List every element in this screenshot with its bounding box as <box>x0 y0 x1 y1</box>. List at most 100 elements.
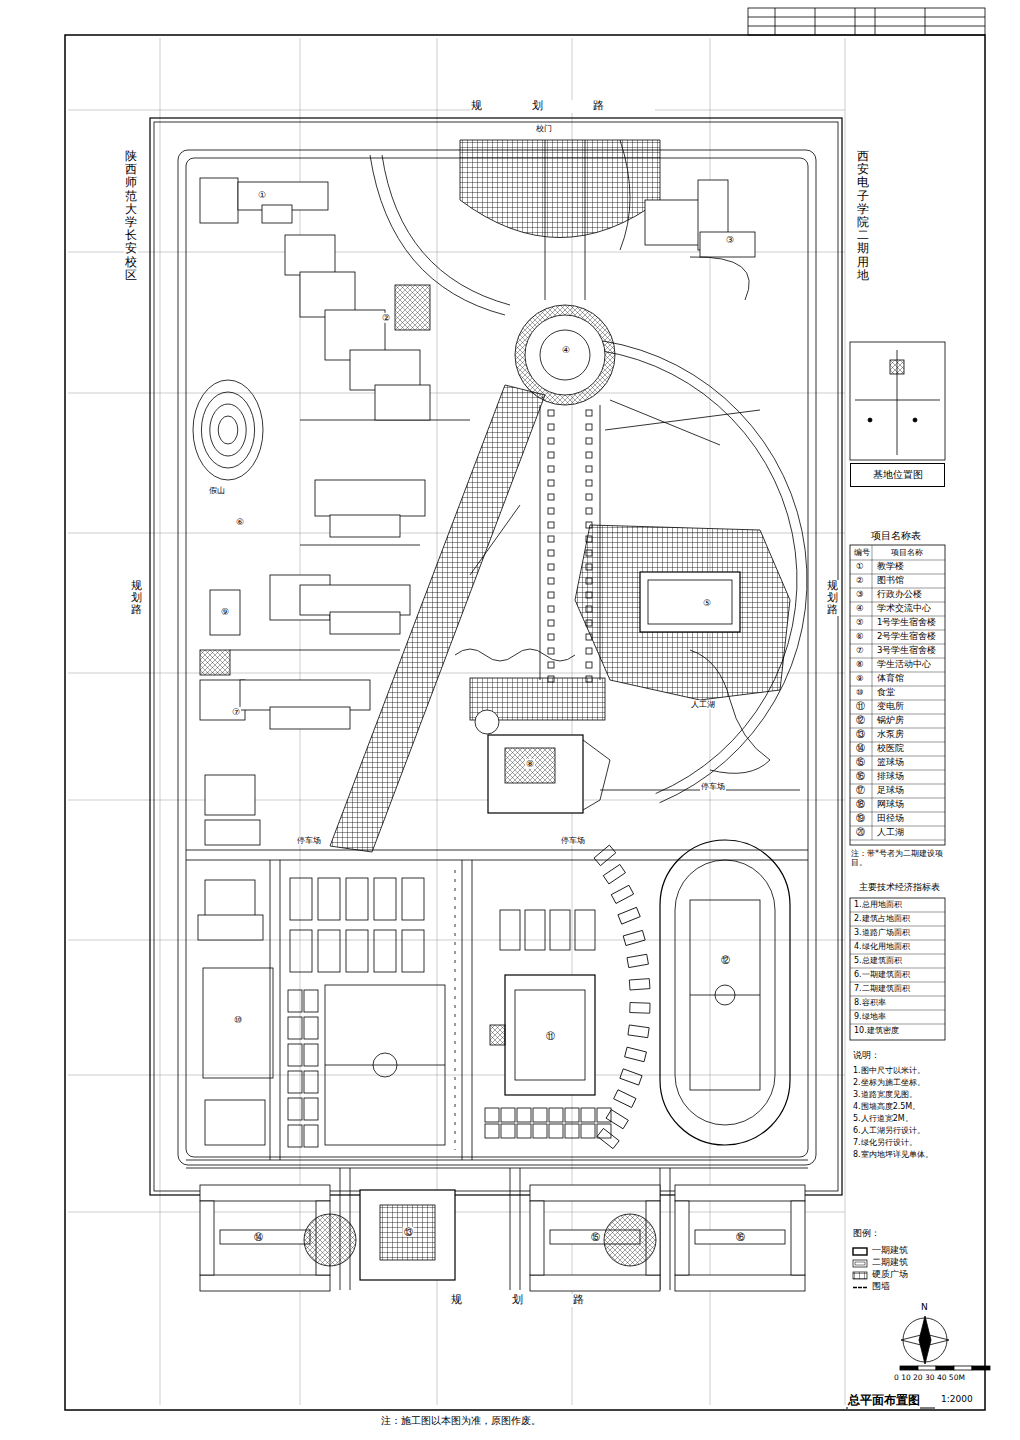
volleyball-court <box>288 1098 302 1120</box>
map-label: 食堂 <box>876 688 896 698</box>
tennis-court <box>525 910 545 950</box>
dormitory <box>530 1201 544 1275</box>
map-label: N <box>920 1302 929 1312</box>
scale-bar <box>972 1366 990 1370</box>
legend-swatch <box>852 1283 868 1292</box>
map-label: 5.总建筑面积 <box>853 956 903 965</box>
building-outline <box>200 680 245 720</box>
map-label: 图书馆 <box>876 576 905 586</box>
tree <box>548 536 554 542</box>
parking-bay <box>565 1124 579 1138</box>
gym <box>198 915 263 940</box>
table-rule <box>850 912 945 913</box>
map-label: ③ <box>855 590 865 600</box>
legend-text: 围墙 <box>872 1281 890 1293</box>
tree <box>586 452 592 458</box>
map-label: 注：带*号者为二期建设项目。 <box>850 849 952 867</box>
legend-text: 一期建筑 <box>872 1245 908 1257</box>
map-label: 7.绿化另行设计。 <box>852 1138 918 1147</box>
volleyball-court <box>304 1017 318 1039</box>
field-line <box>325 1065 445 1066</box>
building-outline <box>315 480 425 516</box>
map-label: 假山 <box>208 486 226 495</box>
ring-road <box>186 158 808 1157</box>
stadium-entrance <box>490 1025 505 1045</box>
tree <box>548 438 554 444</box>
building-outline <box>350 350 420 390</box>
hill-contour <box>218 416 238 444</box>
legend-item: 一期建筑 <box>852 1245 908 1257</box>
tree <box>586 438 592 444</box>
basketball-court <box>402 930 424 972</box>
lake-edge <box>455 649 575 661</box>
legend-item: 二期建筑 <box>852 1257 908 1269</box>
legend-swatch <box>852 1259 868 1268</box>
map-label: ⑤ <box>855 618 865 628</box>
activity-center <box>505 748 555 783</box>
building-outline <box>375 385 430 420</box>
legend-text: 二期建筑 <box>872 1257 908 1269</box>
map-label: 10.建筑密度 <box>853 1026 900 1035</box>
building-outline <box>205 820 260 845</box>
parking-bay <box>485 1108 499 1122</box>
site-wall <box>150 118 842 1195</box>
grandstand <box>620 1069 642 1085</box>
grandstand <box>614 1090 636 1108</box>
building-outline <box>645 200 700 245</box>
road <box>270 860 280 1160</box>
grandstand <box>594 845 616 866</box>
table-rule <box>872 545 873 840</box>
map-label: 锅炉房 <box>876 716 905 726</box>
fountain <box>540 330 590 380</box>
grandstand <box>618 907 640 924</box>
table-rule <box>850 996 945 997</box>
map-label: 1号学生宿舍楼 <box>876 618 937 628</box>
tree <box>548 606 554 612</box>
table-rule <box>850 630 945 631</box>
map-label: ② <box>855 576 865 586</box>
table-rule <box>850 742 945 743</box>
basketball-court <box>374 878 396 920</box>
curved-road <box>370 155 510 315</box>
map-label: ① <box>855 562 865 572</box>
project-table <box>850 545 945 845</box>
building-outline <box>285 235 335 275</box>
map-label: 3.道路宽度见图。 <box>852 1090 918 1099</box>
parking-bay <box>517 1108 531 1122</box>
map-label: ④ <box>561 345 571 355</box>
map-label: 行政办公楼 <box>876 590 923 600</box>
map-label: 9.绿地率 <box>853 1012 887 1021</box>
map-label: 规划路 <box>130 580 143 616</box>
legend-swatch <box>852 1247 868 1256</box>
map-label: ⑦ <box>231 707 241 717</box>
map-label: ⑮ <box>590 1232 601 1242</box>
road <box>186 1160 808 1168</box>
grandstand <box>606 1110 628 1129</box>
map-label: ④ <box>855 604 865 614</box>
map-label: ⑳ <box>855 828 866 838</box>
map-label: 说明： <box>852 1050 881 1060</box>
tree <box>548 648 554 654</box>
basketball-court <box>346 878 368 920</box>
library-building <box>648 580 732 624</box>
map-label: ⑨ <box>220 607 230 617</box>
drawing-frame <box>65 35 985 1410</box>
parking-bay <box>597 1124 611 1138</box>
grandstand <box>597 1128 619 1148</box>
map-label: ⑮ <box>855 758 866 768</box>
map-label: 人工湖 <box>690 700 716 709</box>
dormitory <box>200 1185 330 1201</box>
map-label: ⑩ <box>233 1015 243 1025</box>
plaza-edge <box>620 140 630 250</box>
map-label: ⑪ <box>545 1031 556 1041</box>
tree <box>548 452 554 458</box>
map-label: 项目名称 <box>890 548 924 557</box>
map-label: 水泵房 <box>876 730 905 740</box>
map-label: ⑥ <box>235 517 245 527</box>
table-rule <box>850 672 945 673</box>
grandstand <box>627 954 648 967</box>
stair-plaza <box>200 650 230 675</box>
basketball-court <box>346 930 368 972</box>
dormitory <box>675 1201 689 1275</box>
map-label: 陕西师范大学长安校区 <box>124 150 138 282</box>
